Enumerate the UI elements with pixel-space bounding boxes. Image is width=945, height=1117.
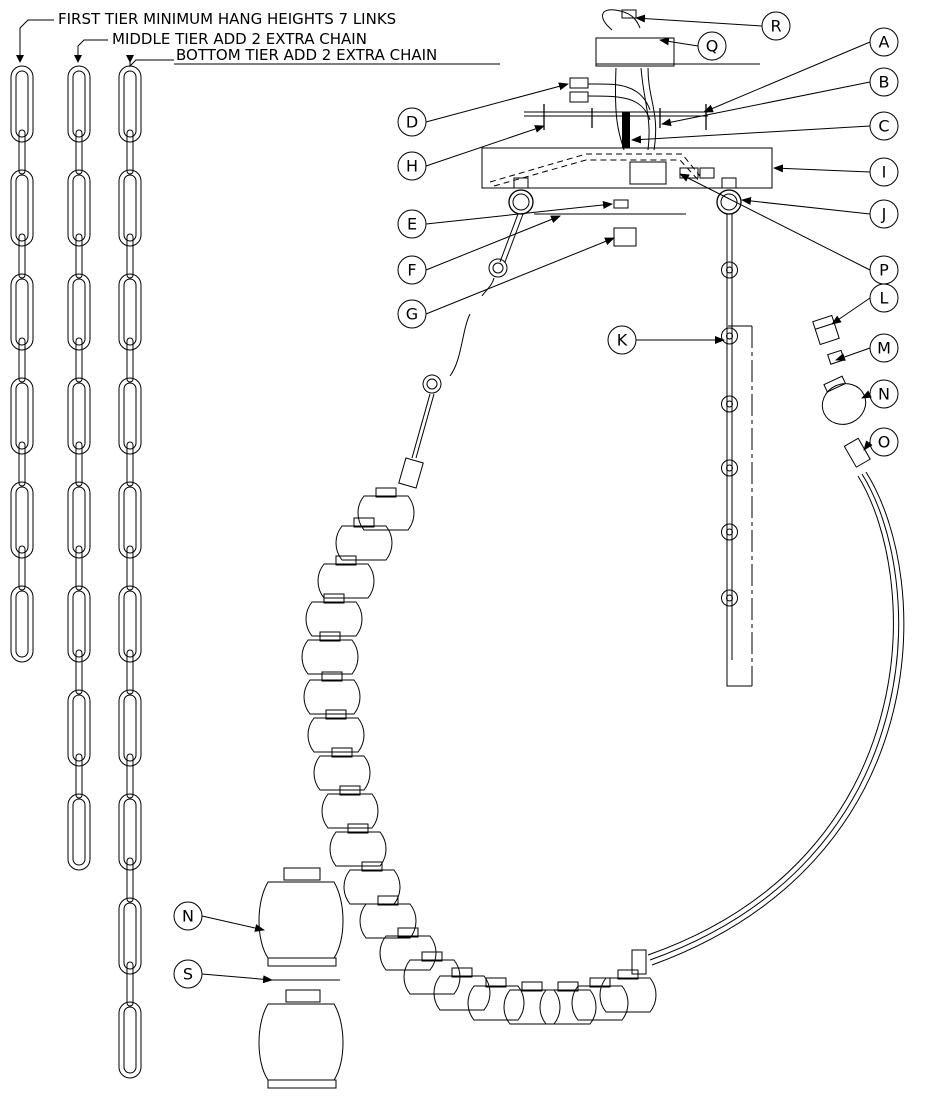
bead [313, 747, 371, 791]
bead [467, 977, 525, 1021]
callout-k: K [607, 325, 725, 355]
rod-socket [721, 261, 738, 279]
hook [602, 9, 641, 31]
callout-j: J [741, 197, 899, 229]
callout-c: C [631, 111, 899, 144]
beads [301, 487, 657, 1025]
svg-text:N: N [878, 385, 890, 404]
eye-bolt-right [716, 189, 742, 215]
chain-2 [67, 65, 91, 871]
bead [403, 951, 461, 995]
callout-b: B [661, 67, 899, 127]
svg-text:S: S [183, 965, 193, 984]
bead [301, 631, 359, 675]
bead [303, 671, 361, 715]
svg-text:Q: Q [706, 37, 719, 56]
svg-text:P: P [879, 261, 889, 280]
svg-text:E: E [407, 215, 417, 234]
svg-text:G: G [406, 305, 418, 324]
callout-h: H [397, 125, 545, 181]
bead [433, 967, 491, 1011]
callout-n-detail: N [173, 901, 265, 932]
bottom-tier-leader [129, 59, 174, 68]
svg-text:I: I [882, 163, 887, 182]
svg-text:C: C [878, 117, 889, 136]
bead [379, 927, 437, 971]
svg-text:R: R [770, 17, 781, 36]
part-l [812, 314, 840, 346]
rod-sockets [721, 261, 738, 607]
bead [539, 981, 597, 1025]
chain-notes: FIRST TIER MINIMUM HANG HEIGHTS 7 LINKS … [16, 10, 500, 68]
svg-text:K: K [617, 331, 628, 350]
middle-tier-leader [77, 39, 108, 62]
bead [329, 823, 387, 867]
part-e [613, 199, 629, 209]
first-tier-note: FIRST TIER MINIMUM HANG HEIGHTS 7 LINKS [58, 10, 396, 28]
bead [307, 709, 365, 753]
chain-1 [10, 65, 34, 663]
callout-s: S [173, 959, 273, 989]
rod-socket [721, 589, 738, 607]
chain-3 [118, 65, 142, 1079]
bead [343, 861, 401, 905]
callout-l: L [831, 283, 899, 325]
rod-socket [721, 327, 738, 345]
first-tier-leader [19, 19, 54, 62]
part-m [827, 349, 845, 365]
mounting-assembly [481, 9, 773, 687]
bead [335, 517, 393, 561]
svg-text:J: J [881, 205, 887, 224]
callout-n: N [861, 379, 899, 409]
bead [359, 895, 417, 939]
svg-text:H: H [406, 157, 418, 176]
callout-m: M [835, 333, 899, 363]
svg-text:L: L [880, 289, 889, 308]
middle-tier-note: MIDDLE TIER ADD 2 EXTRA CHAIN [112, 30, 367, 48]
svg-text:M: M [877, 339, 891, 358]
part-g [613, 227, 637, 247]
svg-text:A: A [879, 33, 890, 52]
svg-text:D: D [406, 113, 418, 132]
bead [305, 593, 363, 637]
svg-text:F: F [407, 261, 416, 280]
bead [503, 981, 561, 1025]
canopy [595, 37, 675, 67]
bead [317, 555, 375, 599]
power-cable [631, 471, 905, 975]
callout-i: I [773, 157, 899, 187]
chains [10, 65, 142, 1079]
part-o [843, 437, 871, 468]
rod-socket [721, 523, 738, 541]
bead [357, 487, 415, 531]
callout-o: O [863, 427, 899, 457]
callout-r: R [635, 11, 791, 41]
stem [622, 112, 630, 148]
bead-detail [258, 867, 344, 1089]
svg-text:B: B [879, 73, 890, 92]
bead [571, 977, 629, 1021]
callout-q: Q [659, 31, 727, 61]
rod-socket [721, 459, 738, 477]
svg-text:N: N [182, 907, 194, 926]
rod-socket [721, 395, 738, 413]
bead-string [398, 313, 471, 489]
callout-p: P [679, 173, 899, 285]
callout-a: A [703, 27, 899, 113]
bottom-tier-note: BOTTOM TIER ADD 2 EXTRA CHAIN [176, 46, 437, 64]
junction-box [481, 147, 773, 189]
bead [321, 785, 379, 829]
bead [599, 969, 657, 1013]
bead-n-detail [258, 881, 344, 959]
svg-text:O: O [878, 433, 891, 452]
callouts: R Q A B C D H I J E F G P K L M N O N S [173, 11, 899, 989]
callout-d: D [397, 82, 569, 137]
callout-e: E [397, 200, 613, 239]
fitting-detail [812, 314, 871, 468]
callout-f: F [397, 215, 561, 285]
callout-g: G [397, 237, 615, 329]
